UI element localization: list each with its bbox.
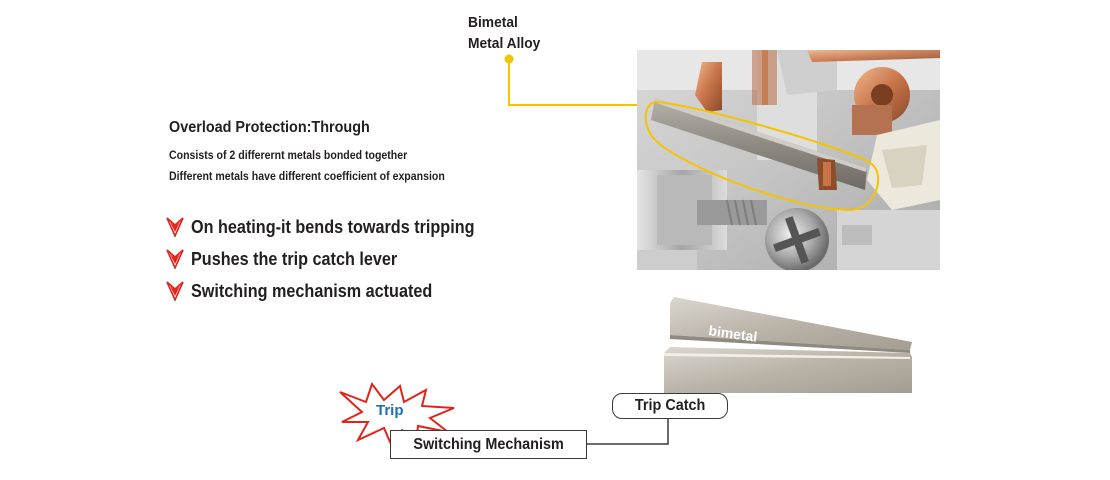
bullet-item: On heating-it bends towards tripping — [166, 211, 506, 243]
strip-label: bimetal — [708, 322, 759, 345]
callout-line-1: Bimetal — [468, 14, 518, 31]
bullet-text: On heating-it bends towards tripping — [191, 216, 475, 237]
bimetal-strips: bimetal — [664, 297, 912, 393]
red-chevron-arrow-icon — [166, 281, 184, 301]
bullet-item: Pushes the trip catch lever — [166, 243, 506, 275]
overload-desc-2: Different metals have different coeffici… — [169, 169, 445, 183]
bimetal-callout-label: Bimetal Metal Alloy — [468, 12, 540, 54]
bimetal-highlight-outline — [644, 100, 879, 212]
overload-desc-1: Consists of 2 differernt metals bonded t… — [169, 148, 408, 162]
bullet-text: Switching mechanism actuated — [191, 280, 433, 301]
callout-line-2: Metal Alloy — [468, 35, 541, 52]
bullet-text: Pushes the trip catch lever — [191, 248, 398, 269]
red-chevron-arrow-icon — [166, 249, 184, 269]
breaker-photo — [637, 50, 940, 270]
trip-catch-label: Trip Catch — [612, 393, 728, 419]
trip-label: Trip — [376, 402, 404, 419]
red-chevron-arrow-icon — [166, 217, 184, 237]
bullet-item: Switching mechanism actuated — [166, 275, 506, 307]
overload-title: Overload Protection:Through — [169, 119, 370, 136]
switching-mechanism-box: Switching Mechanism — [390, 430, 587, 459]
bullet-list: On heating-it bends towards tripping Pus… — [166, 211, 506, 307]
callout-dot — [504, 54, 514, 64]
